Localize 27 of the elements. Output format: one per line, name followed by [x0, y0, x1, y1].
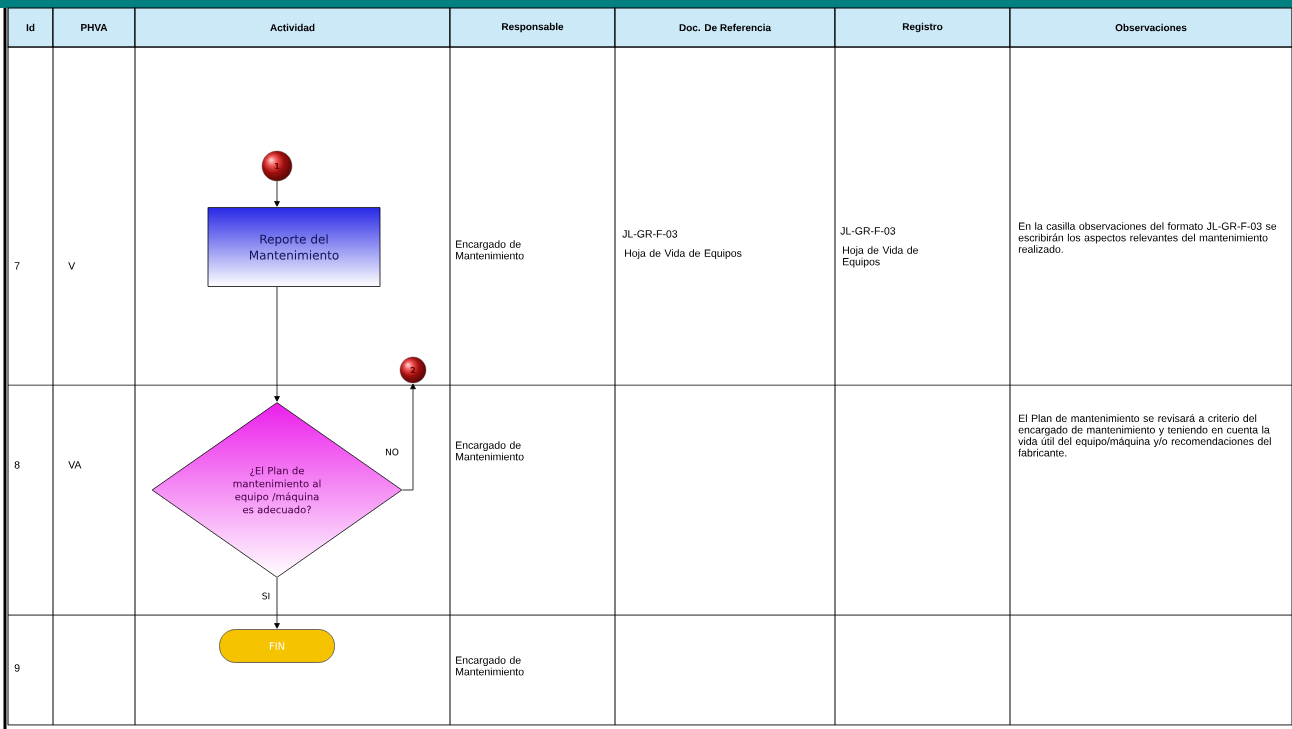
- cell-text: Encargado de Mantenimiento: [456, 240, 524, 260]
- cell-text: 9: [14, 664, 20, 672]
- edge-label: SI: [262, 592, 270, 600]
- process-box: Reporte del Mantenimiento: [207, 207, 381, 287]
- cell-text: Encargado de Mantenimiento: [456, 656, 524, 676]
- arrow: [274, 286, 280, 402]
- cell-text: 8: [14, 461, 20, 469]
- edge-label: NO: [386, 448, 399, 456]
- header-cell: Observaciones: [1009, 7, 1292, 48]
- header-cell: Id: [7, 7, 54, 48]
- cell-text: VA: [68, 461, 82, 469]
- arrow: [402, 383, 416, 491]
- header-cell: Registro: [834, 7, 1011, 48]
- header-cell: Responsable: [449, 7, 616, 48]
- arrow: [274, 180, 280, 207]
- cell-text: JL-GR-F-03: [622, 230, 678, 238]
- header-cell: PHVA: [52, 7, 136, 48]
- cell-text: Hoja de Vida de Equipos: [625, 249, 742, 259]
- cell-text: 7: [14, 262, 20, 270]
- cell-text: Hoja de Vida de Equipos: [843, 246, 918, 268]
- cell-text: El Plan de mantenimiento se revisará a criterio del encargado de mantenimiento y teniendo en cuenta la vida útil del equipo/máquina y/o recomendaciones del fabricante.: [1018, 414, 1271, 457]
- cell-text: JL-GR-F-03: [840, 227, 896, 235]
- header-cell: Doc. De Referencia: [614, 7, 836, 48]
- cell-text: Encargado de Mantenimiento: [456, 441, 524, 461]
- cell-text: V: [68, 262, 76, 270]
- cell-text: En la casilla observaciones del formato JL-GR-F-03 se escribirán los aspectos relevantes del mantenimiento realizado.: [1018, 222, 1277, 253]
- arrow: [274, 577, 280, 629]
